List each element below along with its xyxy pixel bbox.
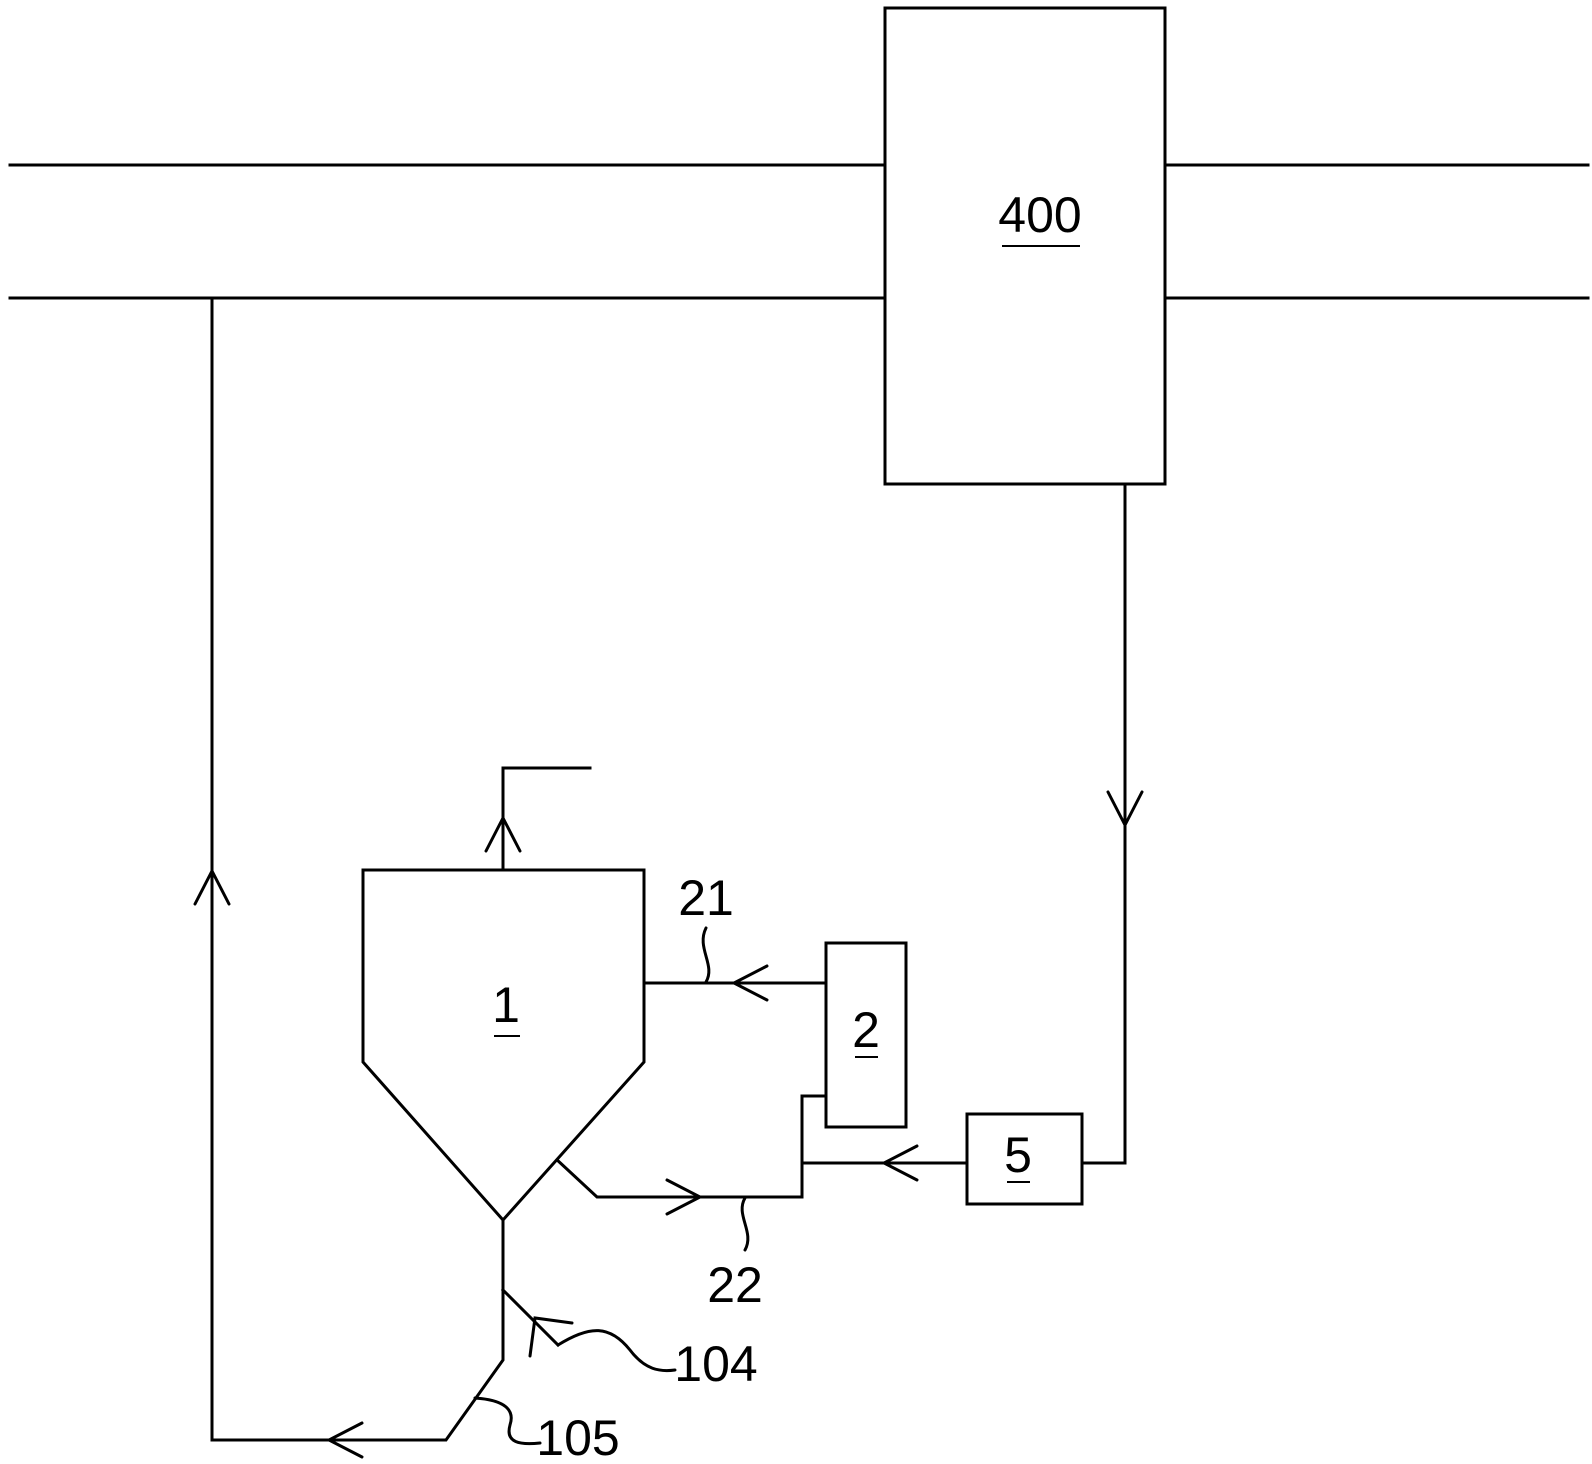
line-104-label: 104 — [674, 1336, 757, 1392]
arrow-inlet-icon — [528, 1316, 574, 1358]
arrow-up-icon — [484, 814, 522, 853]
line-22: 22 — [552, 1094, 969, 1313]
line-400-to-5-path — [1080, 482, 1127, 1165]
vessel-1-body — [361, 868, 646, 1223]
line-105-path — [210, 296, 505, 1442]
top-outlet-path — [501, 766, 592, 872]
arrow-up-icon — [193, 867, 231, 906]
vessel-1-top-outlet — [484, 766, 592, 872]
unit-400: 400 — [883, 6, 1167, 486]
line-104-leader — [556, 1329, 677, 1373]
arrow-left-icon — [325, 1421, 364, 1459]
line-104-path — [500, 1287, 561, 1348]
arrow-down-icon — [1106, 790, 1144, 829]
main-duct — [8, 163, 1590, 300]
line-105-label: 105 — [536, 1410, 619, 1464]
unit-5-label: 5 — [1004, 1127, 1032, 1183]
unit-400-label: 400 — [998, 187, 1081, 243]
unit-2: 2 — [824, 941, 908, 1129]
unit-5: 5 — [965, 1112, 1084, 1206]
arrow-right-icon — [665, 1178, 704, 1216]
line-22-label: 22 — [707, 1257, 763, 1313]
line-105-leader — [473, 1396, 542, 1446]
arrow-left-icon — [730, 964, 769, 1002]
line-22-leader — [740, 1196, 750, 1252]
vessel-1: 1 — [361, 868, 646, 1223]
line-21-label: 21 — [678, 870, 734, 926]
unit-5-box — [965, 1112, 1084, 1206]
unit-2-label: 2 — [852, 1002, 880, 1058]
line-21: 21 — [642, 870, 828, 1002]
vessel-1-bottom-outlet: 104 105 — [193, 296, 758, 1464]
line-400-to-5 — [1080, 482, 1144, 1165]
arrow-left-icon — [880, 1144, 919, 1182]
unit-2-box — [824, 941, 908, 1129]
line-21-leader — [701, 926, 711, 984]
vessel-1-label: 1 — [492, 977, 520, 1033]
